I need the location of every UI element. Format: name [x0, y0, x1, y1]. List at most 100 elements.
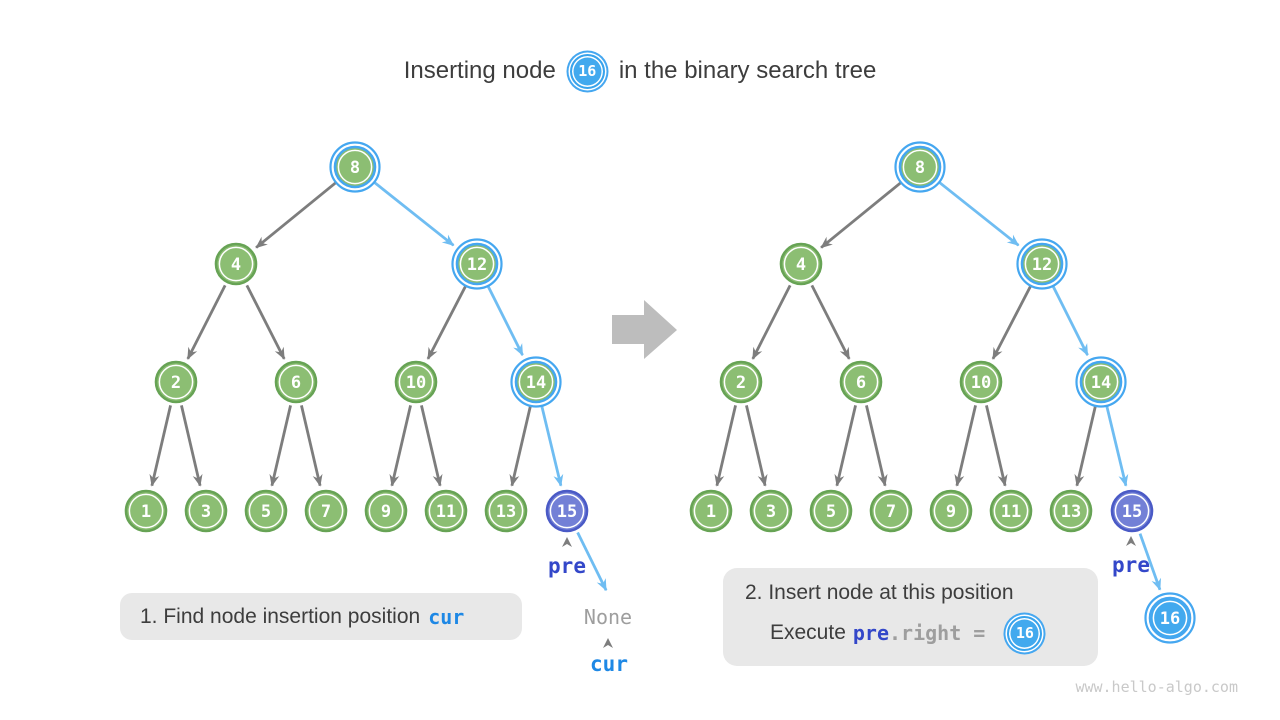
node-value: 16 — [1160, 609, 1180, 629]
none-label: None — [584, 605, 632, 629]
node-halo-ring — [894, 141, 946, 193]
tree-right-node-2: 2 — [719, 360, 763, 404]
node-inner-ring — [308, 493, 344, 529]
tree-left-node-2: 2 — [154, 360, 198, 404]
caption-step2-line1: 2. Insert node at this position — [745, 581, 1014, 604]
node-circle — [304, 489, 348, 533]
tree-right-node-8: 8 — [894, 141, 946, 193]
node-circle — [1148, 596, 1192, 640]
node-value: 10 — [971, 373, 991, 393]
edge-right-10-11 — [985, 405, 1008, 487]
caret-up-icon — [562, 537, 572, 547]
caption-step2: 2. Insert node at this position Execute … — [723, 568, 1098, 666]
edge-right-4-6 — [810, 284, 851, 360]
title-text-right: in the binary search tree — [618, 57, 877, 84]
title-text-left: Inserting node — [403, 57, 556, 84]
node-circle — [124, 489, 168, 533]
tree-left-node-5: 5 — [244, 489, 288, 533]
node-circle — [689, 489, 733, 533]
node-halo-ring — [1075, 356, 1127, 408]
tree-right-node-3: 3 — [749, 489, 793, 533]
edge-right-8-4 — [820, 181, 903, 249]
edge-right-12-10 — [991, 284, 1033, 360]
node-circle — [184, 489, 228, 533]
tree-right-node-5: 5 — [809, 489, 853, 533]
title-node-16: 16 — [569, 53, 605, 89]
node-circle — [1049, 489, 1093, 533]
node-inner-ring — [873, 493, 909, 529]
edge-left-6-7 — [300, 405, 323, 487]
tree-left-node-4: 4 — [214, 242, 258, 286]
edge-right-4-2 — [751, 284, 792, 360]
tree-right-node-13: 13 — [1049, 489, 1093, 533]
node-value: 5 — [261, 502, 271, 522]
node-halo-ring — [1144, 592, 1196, 644]
node-inner-ring — [278, 364, 314, 400]
node-inner-ring — [549, 493, 585, 529]
node-circle — [545, 489, 589, 533]
tree-left-node-1: 1 — [124, 489, 168, 533]
node-value: 2 — [171, 373, 181, 393]
node-inner-ring — [843, 364, 879, 400]
tree-left-node-10: 10 — [394, 360, 438, 404]
node-circle — [869, 489, 913, 533]
node-value: 13 — [496, 502, 516, 522]
node-value: 6 — [291, 373, 301, 393]
node-halo-ring — [451, 238, 503, 290]
node-inner-ring — [1083, 364, 1119, 400]
tree-left-node-6: 6 — [274, 360, 318, 404]
node-inner-ring — [368, 493, 404, 529]
node-circle — [514, 360, 558, 404]
node-inner-ring — [218, 246, 254, 282]
node-value: 4 — [796, 255, 806, 275]
node-value: 12 — [467, 255, 487, 275]
node-value: 12 — [1032, 255, 1052, 275]
node-inner-ring — [1024, 246, 1060, 282]
tree-right-node-15: 15 — [1110, 489, 1154, 533]
edge-left-8-12 — [372, 180, 455, 247]
edge-left-10-9 — [389, 405, 412, 487]
node-inner-ring — [783, 246, 819, 282]
edge-left-2-1 — [149, 405, 172, 487]
node-value: 15 — [557, 502, 577, 522]
edge-right-6-5 — [834, 405, 857, 487]
node-value: 10 — [406, 373, 426, 393]
node-circle — [484, 489, 528, 533]
edge-left-12-14 — [486, 284, 524, 357]
tree-left-node-11: 11 — [424, 489, 468, 533]
tree-right-node-6: 6 — [839, 360, 883, 404]
tree-right-node-14: 14 — [1075, 356, 1127, 408]
edge-left-4-6 — [245, 284, 286, 360]
edge-left-2-3 — [180, 405, 203, 487]
node-circle — [424, 489, 468, 533]
node-circle — [898, 145, 942, 189]
node-value: 3 — [766, 502, 776, 522]
node-value: 6 — [856, 373, 866, 393]
node-circle — [1020, 242, 1064, 286]
edge-right-14-15 — [1105, 405, 1129, 487]
node-circle — [839, 360, 883, 404]
caption-step1-text: 1. Find node insertion position — [140, 604, 421, 628]
edge-left-14-13 — [509, 405, 532, 487]
node-inner-ring — [902, 149, 938, 185]
tree-right-node-16: 16 — [1144, 592, 1196, 644]
node-value: 11 — [436, 502, 456, 522]
node-inner-ring — [1114, 493, 1150, 529]
node-value: 4 — [231, 255, 241, 275]
edge-right-6-7 — [865, 405, 888, 487]
node-value: 14 — [1091, 373, 1111, 393]
tree-right-node-1: 1 — [689, 489, 733, 533]
node-inner-ring — [398, 364, 434, 400]
node-circle — [749, 489, 793, 533]
caption-step1-cur: cur — [428, 604, 465, 629]
node-circle — [929, 489, 973, 533]
tree-left-node-13: 13 — [484, 489, 528, 533]
node-inner-ring — [693, 493, 729, 529]
edge-left-8-4 — [255, 181, 338, 249]
node-inner-ring — [128, 493, 164, 529]
node-halo-ring — [1016, 238, 1068, 290]
edge-right-10-9 — [954, 405, 977, 487]
node-inner-ring — [337, 149, 373, 185]
node-circle — [989, 489, 1033, 533]
